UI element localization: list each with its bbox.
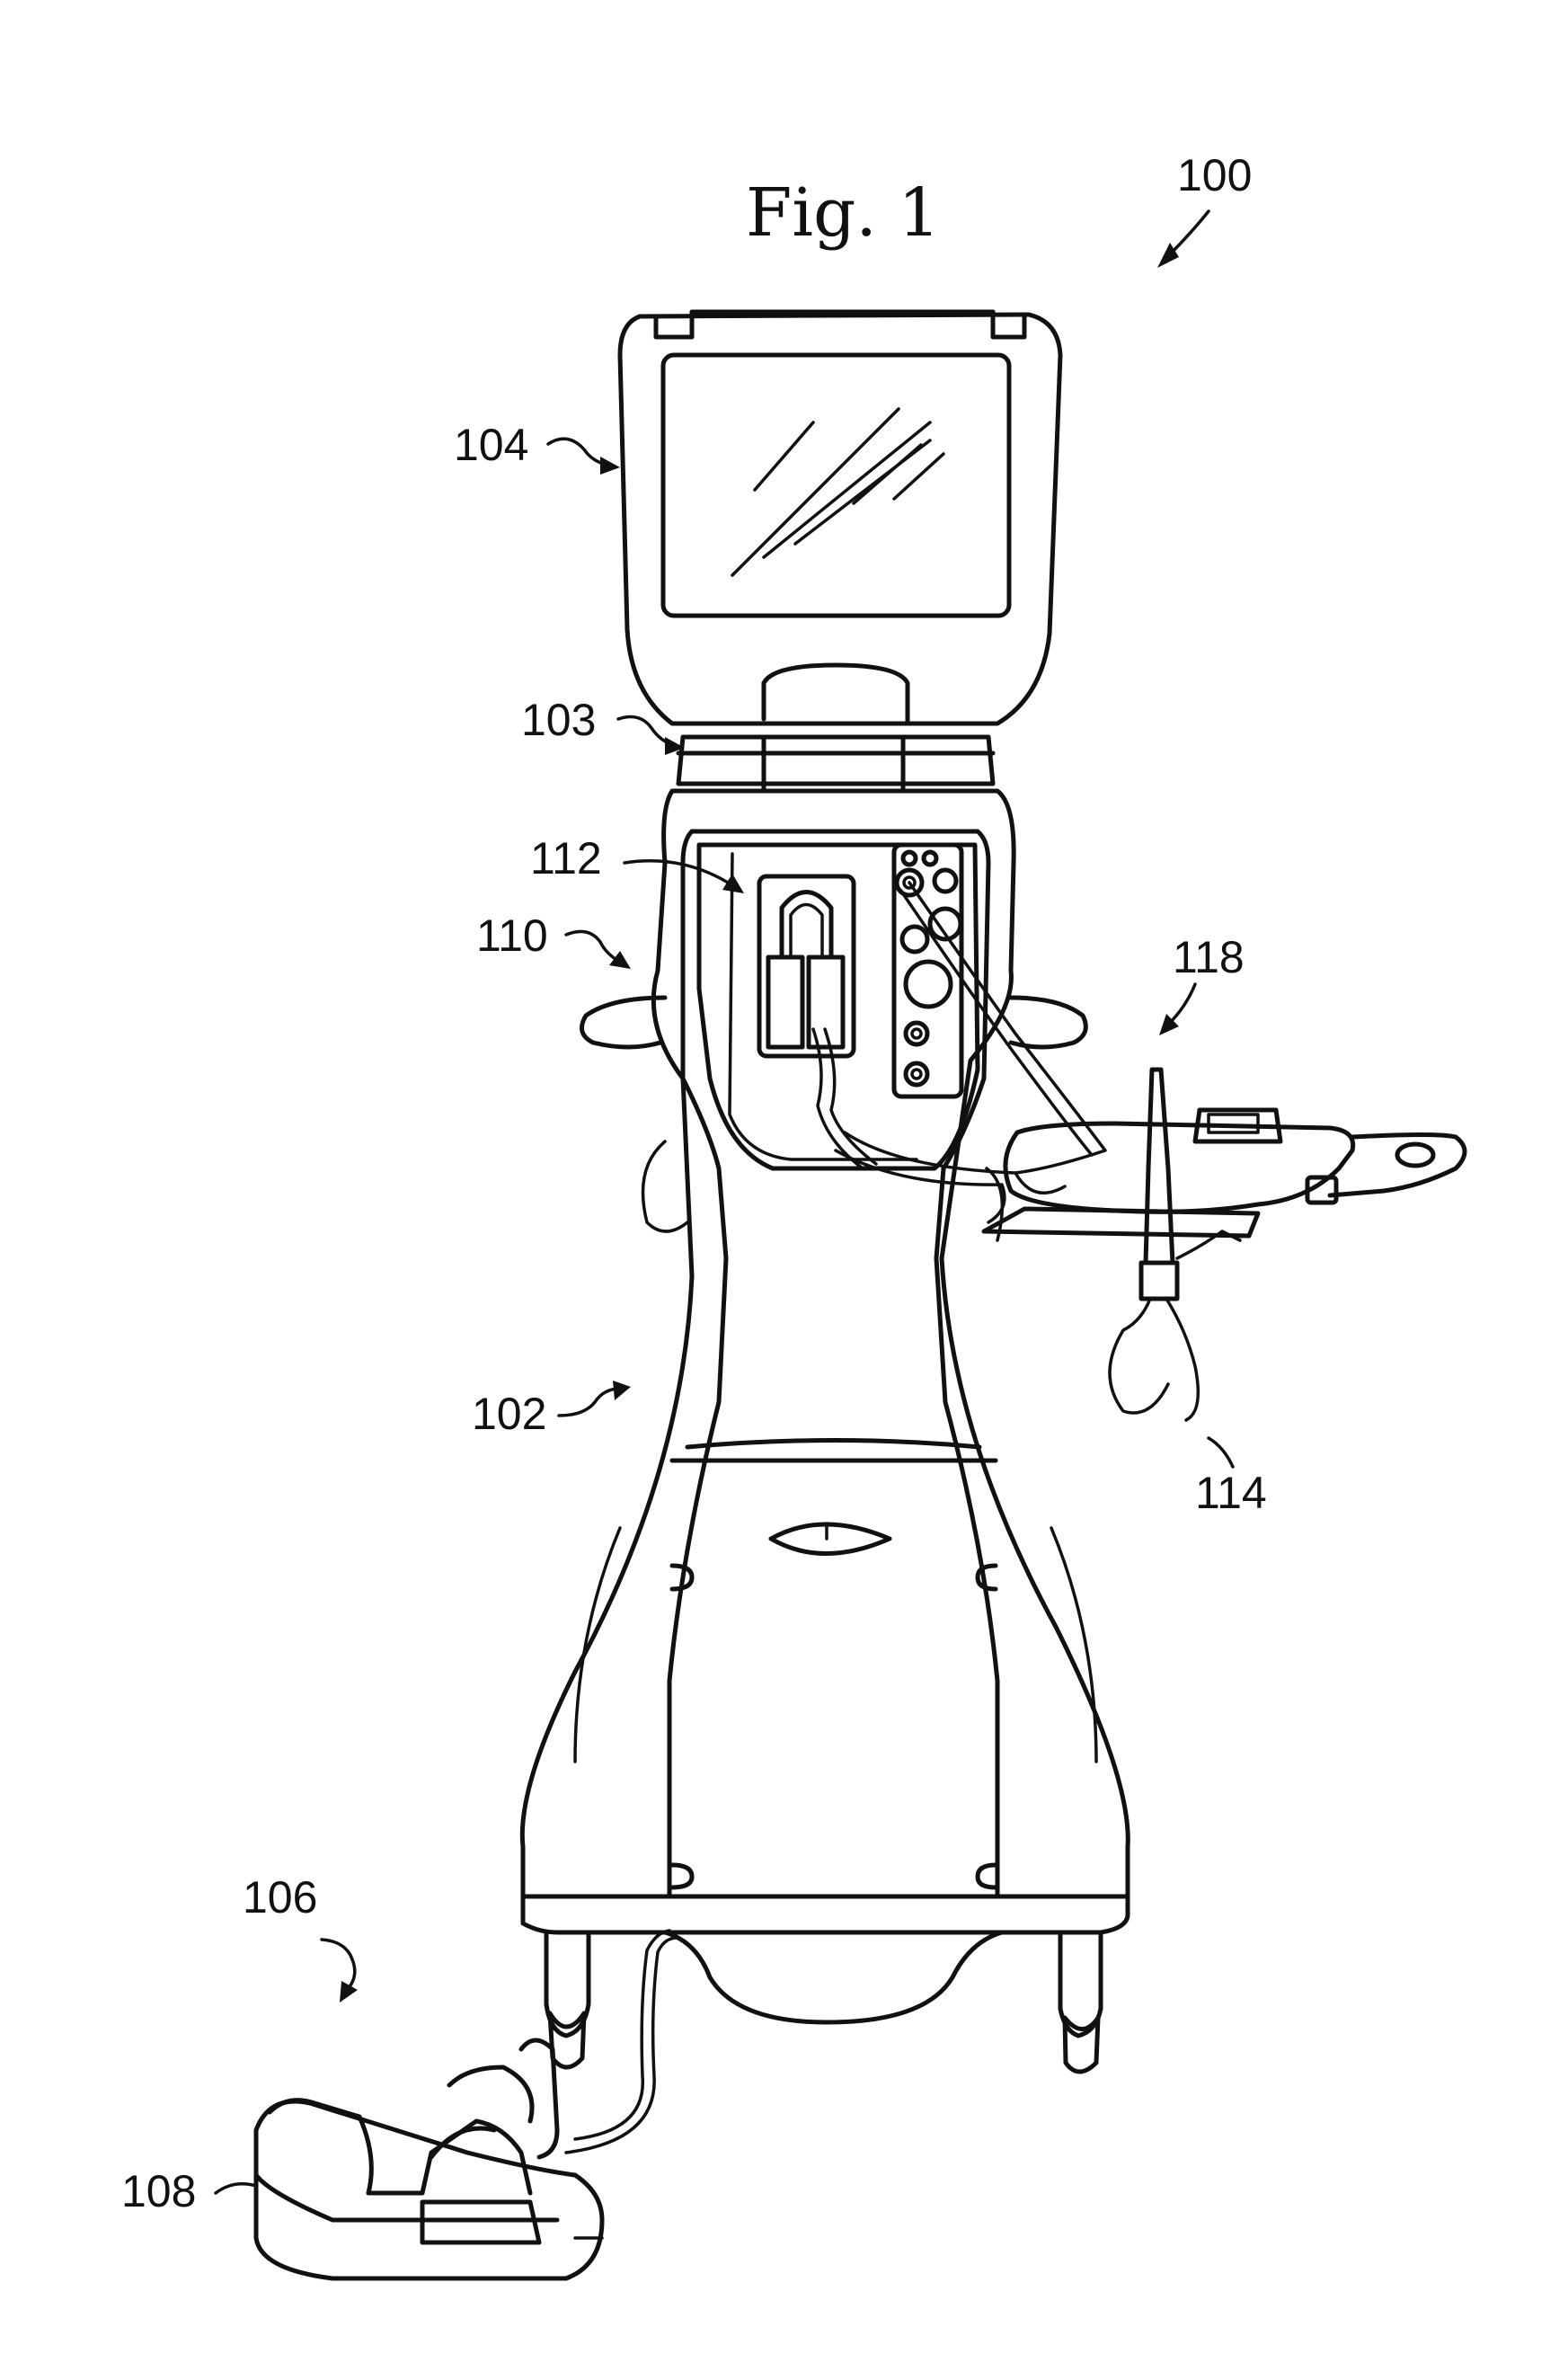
screen-glare	[732, 409, 943, 575]
label-108: 108	[121, 2166, 196, 2216]
label-114: 114	[1195, 1468, 1267, 1518]
door-latch	[771, 1524, 890, 1554]
label-103: 103	[521, 695, 596, 745]
label-100: 100	[1177, 150, 1252, 200]
wheels	[546, 1932, 1101, 2072]
monitor-screen	[663, 355, 1009, 616]
label-112: 112	[530, 833, 602, 884]
figure-title: Fig. 1	[746, 174, 941, 252]
monitor-coupling	[678, 665, 993, 791]
handle-right	[1011, 998, 1085, 1047]
label-102: 102	[472, 1389, 546, 1439]
monitor	[620, 312, 1060, 724]
instrument-tray	[984, 1070, 1465, 1420]
irrigation-tubing	[836, 883, 1105, 1222]
label-106: 106	[243, 1872, 317, 1923]
label-110: 110	[476, 910, 548, 961]
console	[522, 791, 1128, 2022]
label-104: 104	[454, 420, 528, 470]
foot-pedal	[256, 1931, 678, 2278]
cassette	[759, 876, 876, 1168]
label-118: 118	[1173, 932, 1245, 982]
control-panel	[894, 845, 961, 1097]
